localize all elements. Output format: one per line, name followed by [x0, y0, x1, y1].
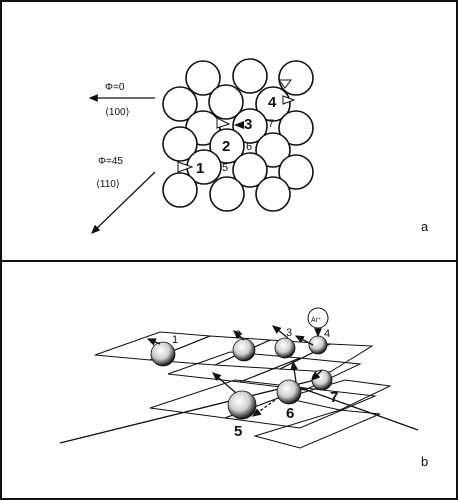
atom — [278, 154, 314, 190]
scatter-arrow — [233, 330, 245, 341]
site-marker — [282, 95, 296, 105]
panel-a: 1 2 3 4 5 6 7 Φ=0 ⟨100⟩ Φ=45 ⟨110⟩ a — [0, 0, 458, 262]
panel-a-label: a — [421, 219, 429, 234]
site-label-5: 5 — [222, 162, 228, 174]
site-label-7b: 7 — [330, 389, 338, 406]
atom-ball-1 — [150, 341, 176, 367]
atom-ball-3 — [274, 337, 296, 359]
site-label-5b: 5 — [234, 423, 242, 440]
ion-label: Ar⁺ — [311, 317, 322, 324]
atom-lattice — [162, 58, 314, 212]
scatter-arrow-dashed — [251, 399, 276, 417]
site-label-6: 6 — [246, 141, 252, 153]
atom — [232, 152, 268, 188]
atom — [185, 60, 221, 96]
site-label-3: 3 — [244, 116, 252, 133]
panel-b-label: b — [421, 454, 428, 469]
site-label-4b: 4 — [324, 328, 330, 340]
atom — [162, 172, 198, 208]
atom — [255, 86, 291, 122]
atom — [278, 110, 314, 146]
scatter-arrow — [146, 338, 161, 346]
phi0-label: Φ=0 — [105, 82, 125, 93]
atom — [232, 58, 268, 94]
atom — [162, 126, 198, 162]
atom-ball-7 — [311, 369, 333, 391]
panel-b-frame — [0, 260, 458, 500]
site-label-3b: 3 — [286, 327, 292, 339]
atom — [278, 60, 314, 96]
site-marker — [278, 79, 292, 89]
site-label-4: 4 — [268, 94, 277, 111]
site-marker — [177, 161, 194, 173]
site-label-7: 7 — [268, 118, 274, 130]
atom-ball-5 — [227, 390, 257, 420]
site-label-6b: 6 — [286, 405, 294, 422]
plane — [253, 409, 381, 449]
site-label-2b: 2 — [235, 329, 241, 341]
ground-line — [289, 383, 419, 431]
atom — [209, 176, 245, 212]
dir100-label: ⟨100⟩ — [105, 107, 130, 118]
dir110-label: ⟨110⟩ — [96, 179, 120, 190]
atom — [209, 128, 245, 164]
site-marker — [216, 117, 231, 129]
scatter-arrow — [290, 360, 299, 383]
atom-ball-6 — [276, 379, 302, 405]
scatter-arrow — [212, 372, 237, 394]
plane — [239, 357, 362, 391]
scatter-arrow — [311, 369, 323, 381]
atom — [232, 108, 268, 144]
site-label-1: 1 — [196, 160, 204, 177]
scatter-arrow — [294, 335, 314, 346]
site-label-2: 2 — [222, 138, 230, 155]
arrow-110 — [91, 171, 156, 234]
atom — [255, 132, 291, 168]
ground-line — [59, 379, 316, 444]
panel-b: Ar⁺ 1 2 3 4 5 6 7 b — [0, 260, 458, 500]
atom-ball-2 — [232, 338, 256, 362]
scatter-arrow — [271, 325, 289, 339]
site-label-1b: 1 — [172, 334, 178, 346]
atom — [162, 86, 198, 122]
phi45-label: Φ=45 — [98, 156, 123, 167]
site-marker — [234, 121, 244, 129]
atom — [208, 84, 244, 120]
atom — [255, 176, 291, 212]
